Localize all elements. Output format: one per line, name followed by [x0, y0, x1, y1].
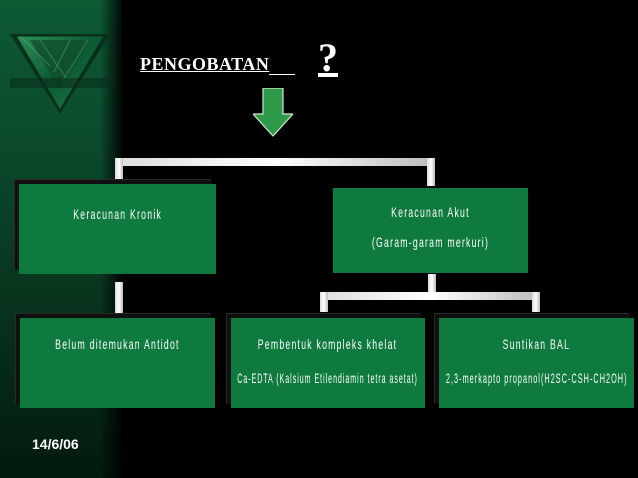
box-label: (Garam-garam merkuri)	[371, 234, 490, 250]
connector-kronik-drop	[115, 282, 123, 314]
connector-top-horizontal	[115, 158, 435, 166]
box-kompleks-khelat: Pembentuk kompleks khelat Ca-EDTA (Kalsi…	[231, 318, 425, 408]
slide-title: PENGOBATAN	[140, 54, 296, 75]
box-keracunan-kronik: Keracunan Kronik	[19, 184, 216, 274]
box-label: Keracunan Kronik	[73, 206, 162, 222]
connector-akut-drop	[428, 274, 436, 296]
box-keracunan-akut: Keracunan Akut (Garam-garam merkuri)	[333, 188, 528, 273]
box-label: Ca-EDTA (Kalsium Etilendiamin tetra aset…	[237, 370, 419, 386]
connector-top-right-drop	[427, 158, 435, 186]
box-label: 2,3-merkapto propanol(H2SC-CSH-CH2OH)	[445, 370, 628, 386]
question-mark: ?	[318, 35, 338, 80]
emblem-triangle-icon	[10, 34, 110, 114]
box-label: Belum ditemukan Antidot	[55, 336, 180, 352]
box-label: Suntikan BAL	[502, 336, 571, 352]
box-label: Pembentuk kompleks khelat	[258, 336, 398, 352]
box-suntikan-bal: Suntikan BAL 2,3-merkapto propanol(H2SC-…	[439, 318, 634, 408]
slide-date: 14/6/06	[32, 436, 79, 452]
connector-bottom-horizontal	[320, 292, 540, 300]
connector-top-left-drop	[115, 158, 123, 182]
connector-bottom-left-drop	[320, 292, 328, 312]
box-belum-antidot: Belum ditemukan Antidot	[20, 318, 215, 408]
connector-bottom-right-drop	[532, 292, 540, 312]
box-label: Keracunan Akut	[391, 204, 470, 220]
down-arrow-icon	[253, 88, 293, 137]
